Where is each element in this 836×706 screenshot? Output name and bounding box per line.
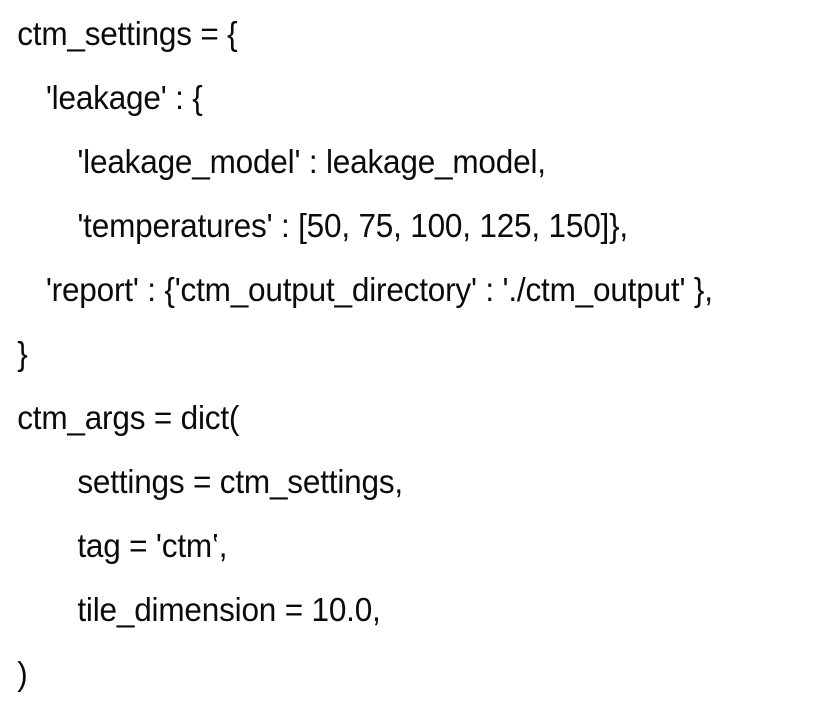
code-line: 'temperatures' : [50, 75, 100, 125, 150]… [77,207,629,244]
code-line: ) [17,655,28,692]
code-line: tile_dimension = 10.0, [77,591,381,628]
code-line: tag = 'ctm‛, [77,527,228,564]
code-line: 'report' : {'ctm_output_directory' : './… [45,271,713,308]
code-line: ctm_settings = { [17,15,238,52]
code-line: settings = ctm_settings, [77,463,403,500]
code-line: 'leakage_model' : leakage_model, [77,143,546,180]
code-line: } [17,335,28,372]
code-line: ctm_args = dict( [17,399,240,436]
code-line: 'leakage' : { [45,79,203,116]
